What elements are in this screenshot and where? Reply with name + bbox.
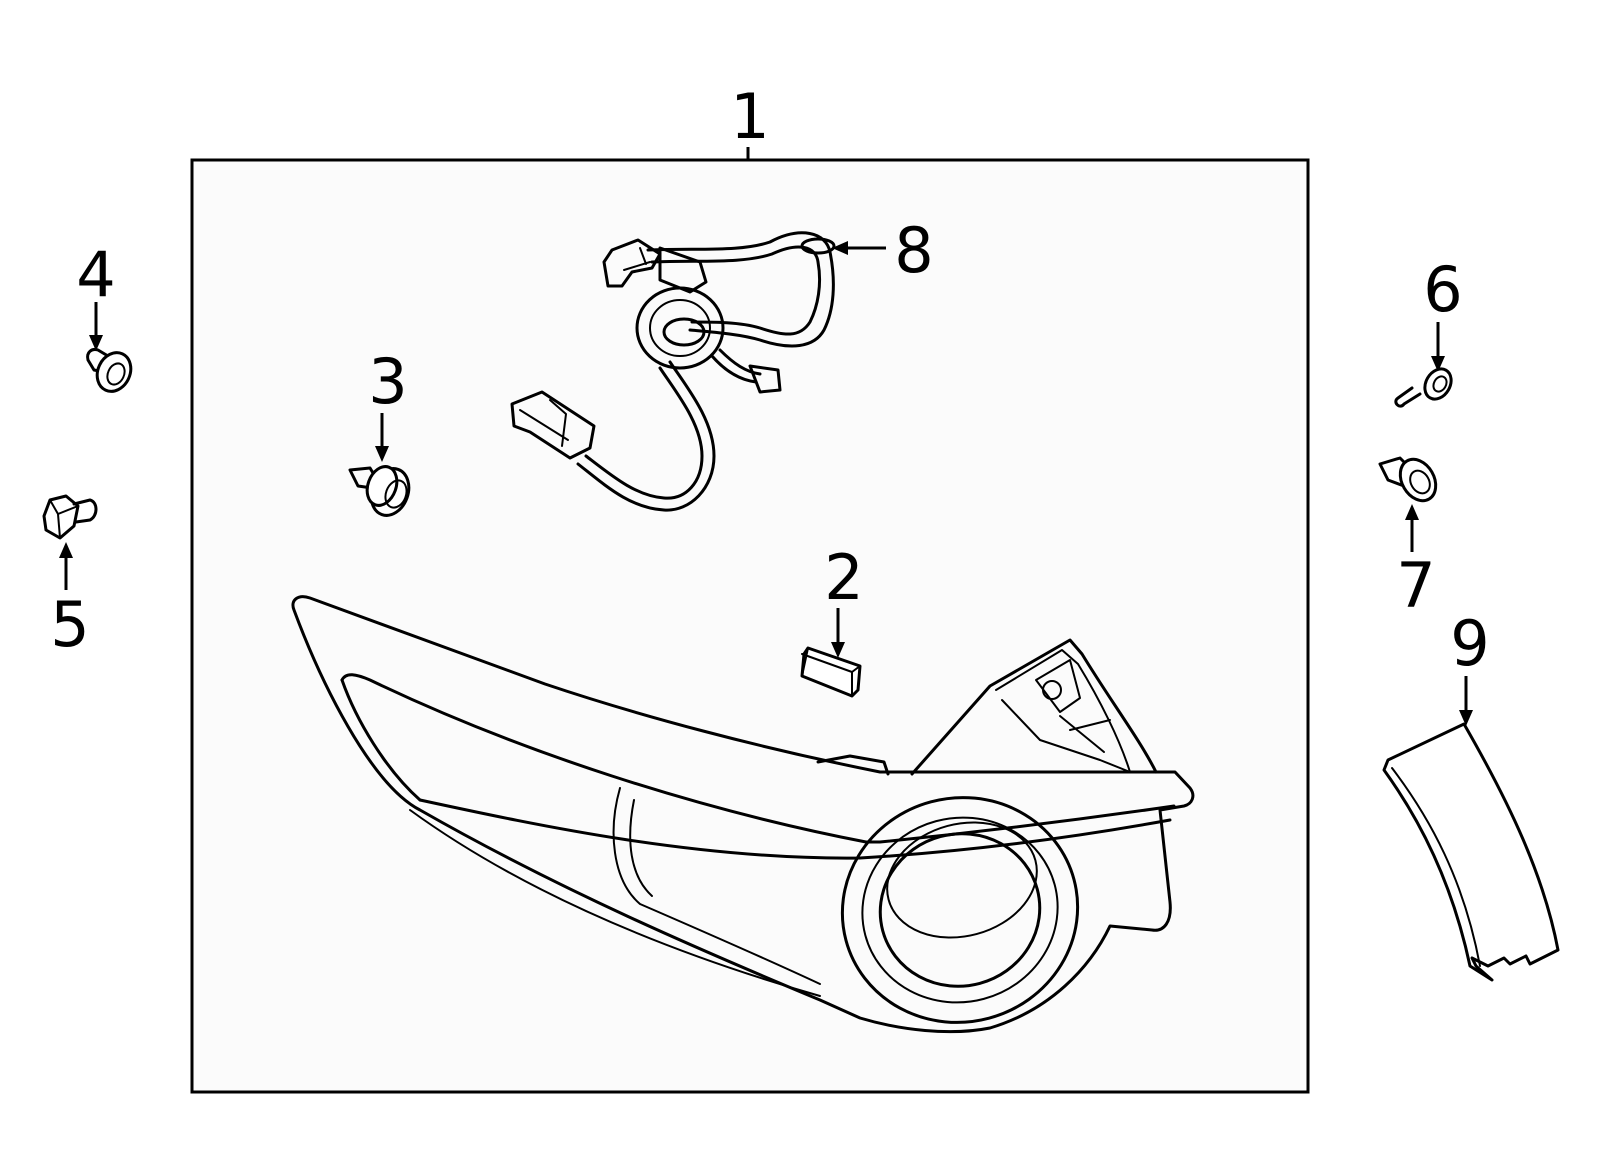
leader-3 bbox=[375, 413, 389, 462]
clip-part bbox=[348, 465, 411, 517]
tail-lamp-assembly bbox=[291, 595, 1195, 1034]
callout-4: 4 bbox=[76, 238, 115, 311]
callout-8: 8 bbox=[894, 214, 933, 287]
callout-7: 7 bbox=[1396, 549, 1435, 622]
leader-6 bbox=[1431, 322, 1445, 372]
callout-3: 3 bbox=[368, 345, 407, 418]
callout-6: 6 bbox=[1423, 253, 1462, 326]
leader-9 bbox=[1459, 676, 1473, 726]
leader-5 bbox=[59, 542, 73, 590]
leader-7 bbox=[1405, 504, 1419, 552]
leader-4 bbox=[89, 302, 103, 351]
leader-8 bbox=[832, 241, 886, 255]
screw-6 bbox=[1394, 367, 1453, 408]
callout-9: 9 bbox=[1450, 607, 1489, 680]
bolt-5 bbox=[42, 494, 98, 540]
pad-part bbox=[800, 646, 862, 698]
assembly-box bbox=[190, 158, 1310, 1094]
trim-molding bbox=[1382, 722, 1560, 982]
clip-7 bbox=[1378, 456, 1438, 503]
callout-2: 2 bbox=[824, 541, 863, 614]
callout-5: 5 bbox=[50, 588, 89, 661]
screw-4 bbox=[86, 348, 133, 393]
wiring-harness bbox=[510, 231, 836, 512]
callout-1: 1 bbox=[730, 80, 769, 153]
leader-2 bbox=[831, 608, 845, 658]
